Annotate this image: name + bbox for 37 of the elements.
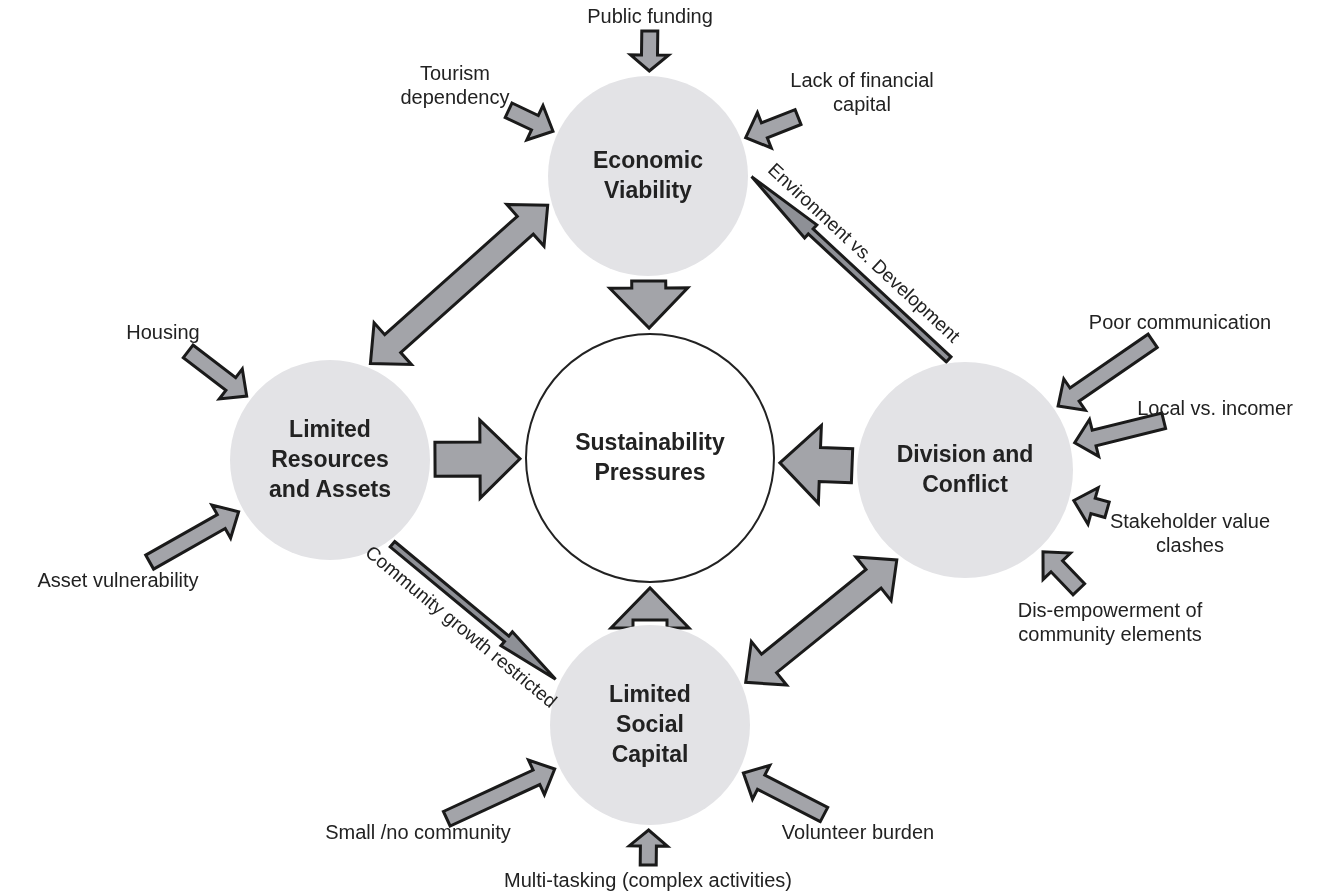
block-arrow — [1071, 484, 1112, 528]
factor-label: Multi-tasking (complex activities) — [488, 868, 808, 892]
block-arrow — [607, 585, 693, 630]
block-arrow — [777, 422, 855, 507]
factor-label: Volunteer burden — [758, 820, 958, 844]
node-label: Limited Resources and Assets — [268, 415, 392, 504]
factor-label: Small /no community — [298, 820, 538, 844]
block-arrow — [503, 101, 555, 143]
factor-label: Public funding — [550, 4, 750, 28]
block-arrow — [181, 342, 249, 401]
node-label: Division and Conflict — [895, 440, 1035, 499]
factor-label: Dis-empowerment of community elements — [985, 598, 1235, 646]
factor-label: Tourism dependency — [385, 61, 525, 109]
block-arrow — [1041, 550, 1087, 597]
factor-label: Housing — [103, 320, 223, 344]
block-arrow — [741, 762, 830, 824]
double-block-arrow — [744, 555, 899, 687]
factor-label: Local vs. incomer — [1115, 396, 1315, 420]
block-arrow — [441, 757, 557, 828]
block-arrow — [625, 828, 672, 867]
node-label: Sustainability Pressures — [574, 428, 726, 487]
double-block-arrow — [368, 202, 550, 367]
block-arrow — [433, 416, 523, 502]
block-arrow — [743, 107, 803, 151]
factor-label: Asset vulnerability — [8, 568, 228, 592]
tapered-arrow — [388, 539, 558, 681]
block-arrow — [1056, 332, 1160, 413]
node-label: Limited Social Capital — [608, 680, 692, 769]
factor-label: Lack of financial capital — [767, 68, 957, 116]
factor-label: Poor communication — [1075, 310, 1285, 334]
node-label: Economic Viability — [592, 146, 704, 205]
factor-label: Stakeholder value clashes — [1100, 509, 1280, 557]
block-arrow — [606, 279, 692, 331]
block-arrow — [1072, 411, 1168, 460]
block-arrow — [143, 502, 241, 572]
block-arrow — [626, 29, 673, 73]
tapered-arrow — [750, 175, 954, 365]
